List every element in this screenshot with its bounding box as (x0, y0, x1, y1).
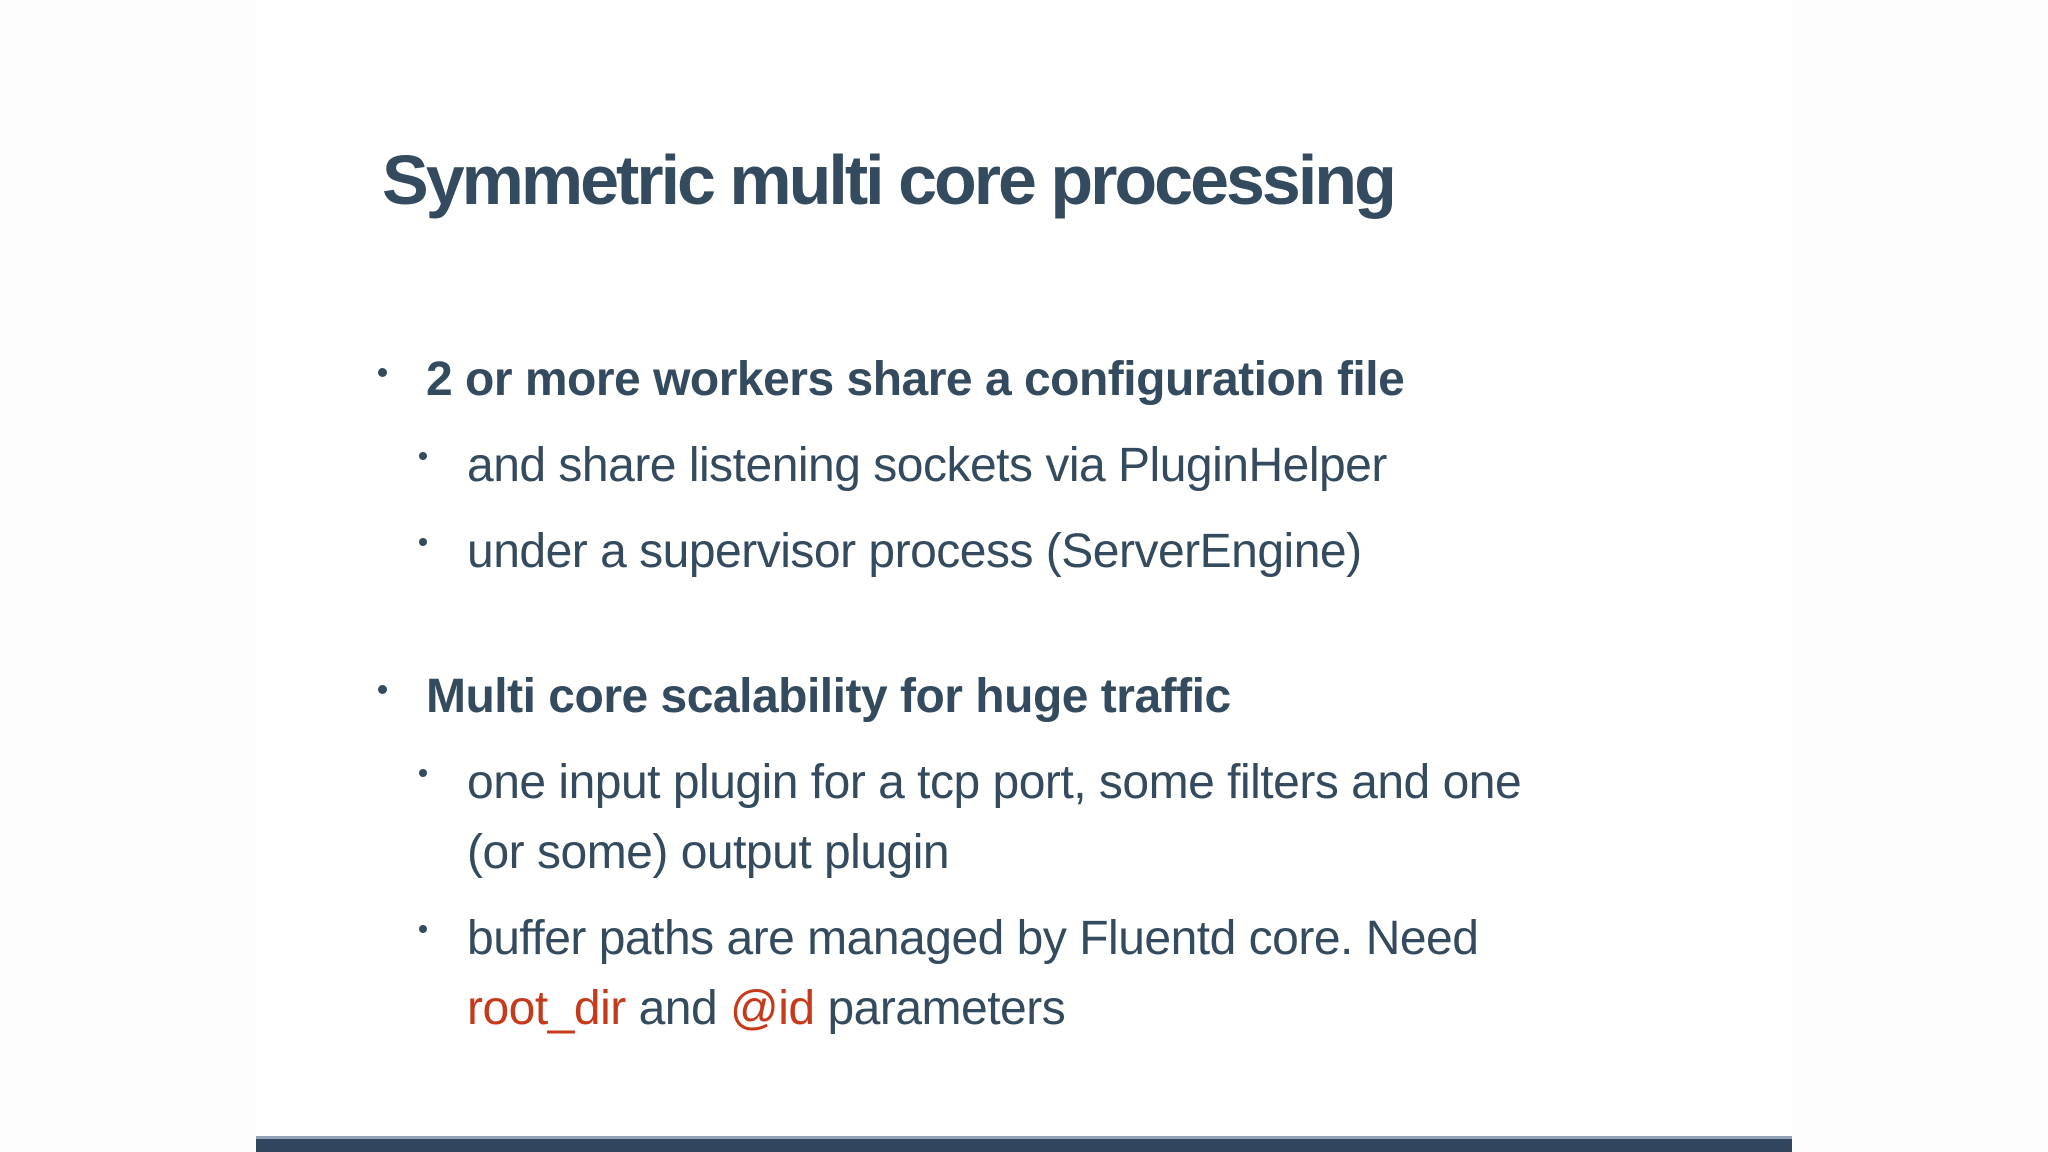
bullet-text: and share listening sockets via PluginHe… (467, 439, 1387, 492)
slide-title: Symmetric multi core processing (382, 141, 1397, 219)
bullet-item: under a supervisor process (ServerEngine… (419, 517, 1636, 587)
bullet-item: 2 or more workers share a configuration … (378, 345, 1636, 415)
bullet-text: one input plugin for a tcp port, some fi… (467, 756, 1522, 879)
bullet-item: buffer paths are managed by Fluentd core… (419, 904, 1636, 1044)
slide-canvas: Symmetric multi core processing 2 or mor… (256, 0, 1792, 1152)
bullet-list: 2 or more workers share a configuration … (256, 345, 1636, 1044)
bullet-text: buffer paths are managed by Fluentd core… (467, 912, 1479, 965)
bullet-text: under a supervisor process (ServerEngine… (467, 525, 1362, 578)
bullet-item: Multi core scalability for huge traffic (378, 662, 1636, 732)
highlighted-term: @id (730, 982, 815, 1035)
bullet-text: 2 or more workers share a configuration … (426, 353, 1405, 406)
bullet-text: Multi core scalability for huge traffic (426, 670, 1231, 723)
bullet-text: parameters (814, 982, 1066, 1035)
slide-footer-bar (256, 1136, 1792, 1152)
bullet-item: and share listening sockets via PluginHe… (419, 431, 1636, 501)
bullet-item: one input plugin for a tcp port, some fi… (419, 748, 1636, 888)
bullet-text: and (625, 982, 731, 1035)
highlighted-term: root_dir (467, 982, 626, 1035)
